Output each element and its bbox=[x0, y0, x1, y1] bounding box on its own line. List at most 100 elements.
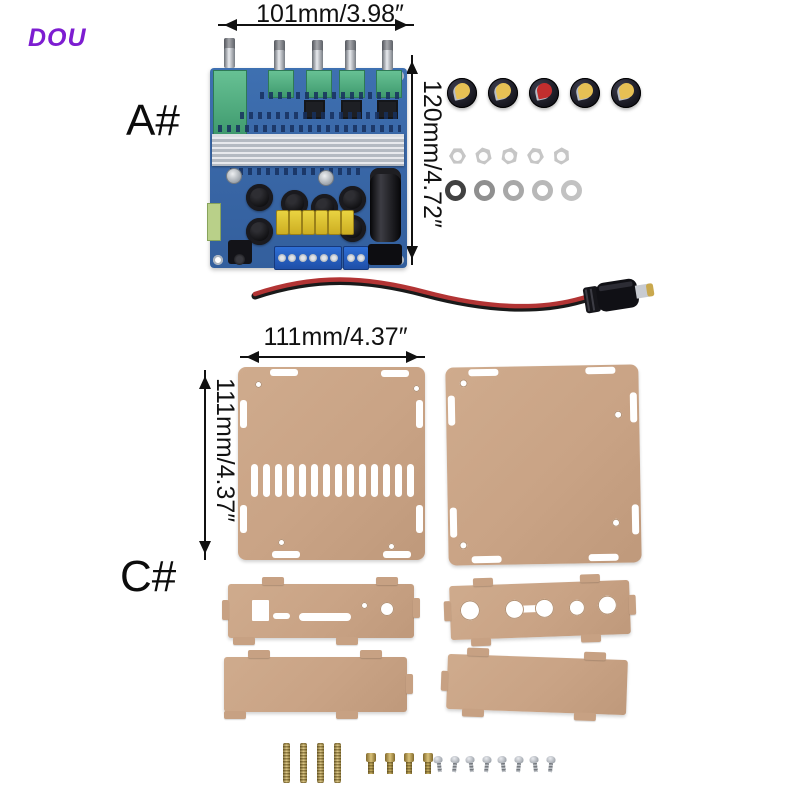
edge-slot-cutout bbox=[383, 551, 411, 558]
knob-cap bbox=[570, 78, 600, 108]
vent-slot bbox=[371, 464, 378, 497]
case-height-dimension-arrow bbox=[199, 370, 211, 560]
smd-components bbox=[240, 112, 400, 119]
terminal-screw bbox=[277, 254, 286, 262]
board-width-dimension-label: 101mm/3.98″ bbox=[256, 0, 404, 28]
vent-slot bbox=[383, 464, 390, 497]
vent-slot bbox=[299, 464, 306, 497]
film-capacitor bbox=[276, 210, 289, 235]
hex-nut bbox=[449, 148, 466, 164]
section-c-label: C# bbox=[120, 552, 177, 601]
machine-screw bbox=[433, 756, 444, 773]
screw-hole bbox=[413, 385, 420, 392]
machine-screw bbox=[513, 756, 524, 773]
vent-slot bbox=[263, 464, 270, 497]
square-cutout bbox=[252, 600, 269, 621]
case-height-dimension-label: 111mm/4.37″ bbox=[211, 378, 239, 523]
panel-tab bbox=[376, 577, 398, 585]
panel-tab bbox=[406, 674, 413, 694]
acrylic-side-panel-holes bbox=[443, 573, 637, 647]
panel-tab bbox=[336, 637, 358, 645]
hex-nut bbox=[498, 144, 521, 167]
vent-slot bbox=[323, 464, 330, 497]
terminal-block bbox=[343, 246, 369, 270]
washer-row bbox=[445, 180, 582, 201]
dc-power-connector bbox=[368, 244, 402, 265]
acrylic-side-panel-plain bbox=[440, 647, 628, 722]
edge-slot-cutout bbox=[272, 551, 300, 558]
brass-standoff bbox=[317, 743, 324, 783]
watermark-logo: DOU bbox=[28, 24, 87, 52]
round-cutout bbox=[361, 602, 368, 609]
terminal-screw bbox=[319, 254, 328, 262]
terminal-screw bbox=[309, 254, 318, 262]
potentiometer-shaft bbox=[382, 40, 393, 70]
capacitor bbox=[318, 170, 334, 186]
amplifier-board bbox=[207, 38, 407, 270]
machine-screw bbox=[481, 756, 492, 773]
knob-pointer-icon bbox=[453, 81, 472, 100]
knob-pointer-icon bbox=[617, 81, 636, 100]
panel-tab bbox=[466, 647, 490, 657]
inductor bbox=[246, 184, 273, 211]
smd-components bbox=[260, 92, 400, 99]
edge-slot-cutout bbox=[585, 366, 616, 375]
brass-standoff bbox=[334, 743, 341, 783]
film-capacitor bbox=[341, 210, 354, 235]
heatsink bbox=[212, 134, 404, 166]
screw-hole bbox=[278, 539, 285, 546]
panel-tab bbox=[440, 670, 449, 691]
machine-screw bbox=[449, 756, 460, 773]
machine-screw bbox=[497, 756, 508, 773]
panel-tab bbox=[262, 577, 284, 585]
panel-tab bbox=[573, 712, 597, 722]
cable-red-wire bbox=[252, 277, 593, 309]
panel-tab bbox=[360, 650, 382, 658]
panel-tab bbox=[628, 594, 637, 615]
panel-tab bbox=[224, 711, 246, 719]
dc-barrel-plug bbox=[582, 278, 655, 314]
edge-slot-cutout bbox=[447, 395, 456, 426]
vent-slots bbox=[251, 464, 414, 497]
round-cutout bbox=[459, 600, 481, 621]
edge-slot-cutout bbox=[631, 504, 640, 535]
hex-nut bbox=[550, 145, 573, 167]
knob-pointer-icon bbox=[535, 81, 554, 100]
board-height-dimension-arrow bbox=[406, 55, 418, 265]
vent-slot bbox=[287, 464, 294, 497]
film-capacitor bbox=[328, 210, 341, 235]
terminal-screw bbox=[288, 254, 297, 262]
vent-slot bbox=[359, 464, 366, 497]
terminal-screw bbox=[330, 254, 339, 262]
capacitor bbox=[226, 168, 242, 184]
vent-slot bbox=[335, 464, 342, 497]
panel-tab bbox=[583, 651, 607, 661]
brass-standoff bbox=[300, 743, 307, 783]
brass-screw-row bbox=[366, 753, 433, 775]
vent-slot bbox=[395, 464, 402, 497]
vent-slot bbox=[311, 464, 318, 497]
slot-cutout bbox=[299, 613, 351, 621]
brass-screw bbox=[404, 753, 414, 775]
audio-jack bbox=[228, 240, 252, 265]
potentiometer-shaft bbox=[312, 40, 323, 70]
knob-cap bbox=[529, 78, 559, 108]
brass-screw bbox=[423, 753, 433, 775]
machine-screw bbox=[465, 756, 476, 773]
board-height-dimension-label: 120mm/4.72″ bbox=[418, 80, 446, 228]
edge-slot-cutout bbox=[416, 400, 423, 428]
edge-slot-cutout bbox=[270, 369, 298, 376]
round-cutout bbox=[380, 602, 394, 616]
dc-power-cable bbox=[251, 277, 655, 314]
panel-tab bbox=[233, 637, 255, 645]
panel-tab bbox=[580, 633, 602, 643]
panel-tab bbox=[248, 650, 270, 658]
acrylic-panel-vented bbox=[238, 367, 425, 560]
knob-row bbox=[447, 78, 641, 108]
knob-cap bbox=[611, 78, 641, 108]
acrylic-panel-plain bbox=[445, 364, 642, 566]
panel-tab bbox=[579, 573, 601, 583]
acrylic-side-panel-io bbox=[222, 577, 420, 645]
edge-slot-cutout bbox=[471, 555, 502, 564]
panel-tab bbox=[413, 598, 420, 618]
